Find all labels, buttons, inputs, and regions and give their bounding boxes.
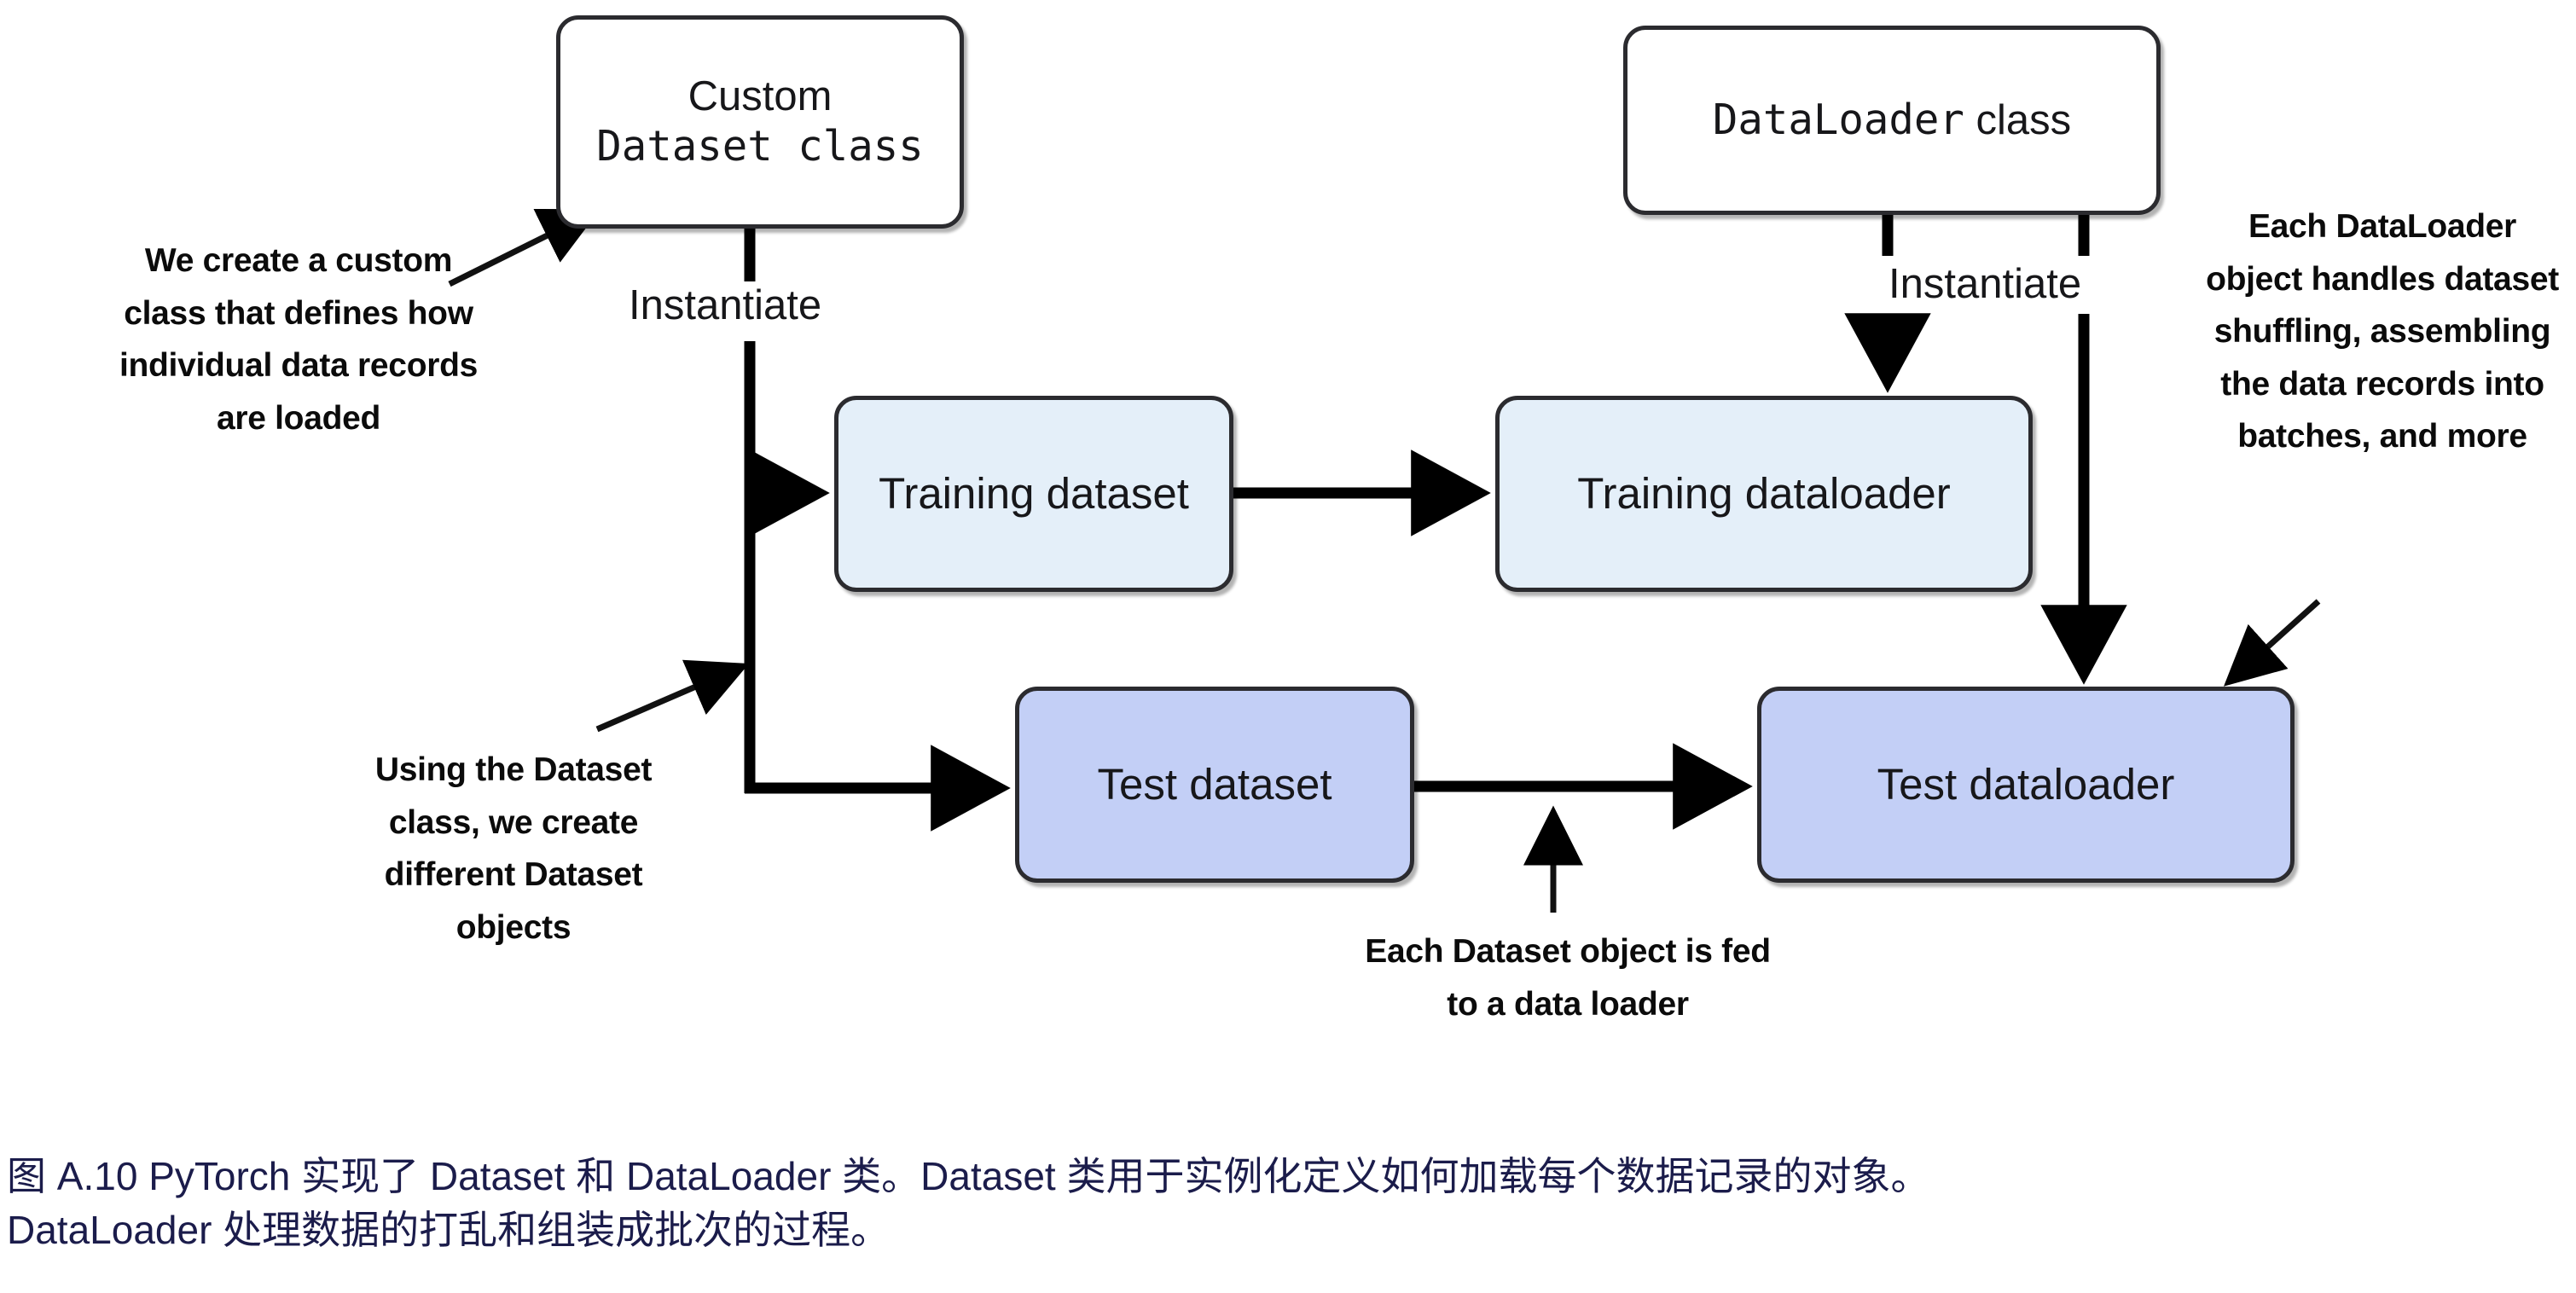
annotation-each-dataset-fed-to-loader: Each Dataset object is fed to a data loa… <box>1365 933 1771 1023</box>
node-custom-dataset-class-line2: Dataset class <box>596 121 924 171</box>
figure-caption-line1: 图 A.10 PyTorch 实现了 Dataset 和 DataLoader … <box>7 1154 1930 1198</box>
pointer-using-dataset-class <box>595 659 750 733</box>
node-training-dataset-label: Training dataset <box>879 468 1189 518</box>
connector-label-instantiate-right: Instantiate <box>1880 260 2091 308</box>
node-custom-dataset-class-line1: Custom <box>688 72 833 119</box>
figure-caption-line2: DataLoader 处理数据的打乱和组装成批次的过程。 <box>7 1207 891 1252</box>
node-dataloader-class-line1: DataLoader <box>1712 95 1964 144</box>
annotation-using-dataset-class: Using the Dataset class, we create diffe… <box>374 751 653 946</box>
node-test-dataset[interactable]: Test dataset <box>1015 687 1414 883</box>
connector-label-instantiate-left: Instantiate <box>620 281 831 329</box>
node-dataloader-class[interactable]: DataLoader class <box>1623 26 2161 215</box>
figure-caption: 图 A.10 PyTorch 实现了 Dataset 和 DataLoader … <box>7 1150 2532 1256</box>
node-training-dataloader-label: Training dataloader <box>1577 468 1951 518</box>
node-test-dataloader-label: Test dataloader <box>1877 759 2175 809</box>
node-training-dataloader[interactable]: Training dataloader <box>1495 396 2033 592</box>
pointer-each-dataloader-handles <box>2223 599 2321 687</box>
node-test-dataset-label: Test dataset <box>1097 759 1332 809</box>
annotation-create-custom-class: We create a custom class that defines ho… <box>119 242 479 437</box>
node-training-dataset[interactable]: Training dataset <box>834 396 1233 592</box>
node-custom-dataset-class[interactable]: Custom Dataset class <box>556 15 964 229</box>
annotation-each-dataloader-handles: Each DataLoader object handles dataset s… <box>2206 208 2559 455</box>
node-dataloader-class-line2: class <box>1976 96 2072 143</box>
node-test-dataloader[interactable]: Test dataloader <box>1757 687 2295 883</box>
